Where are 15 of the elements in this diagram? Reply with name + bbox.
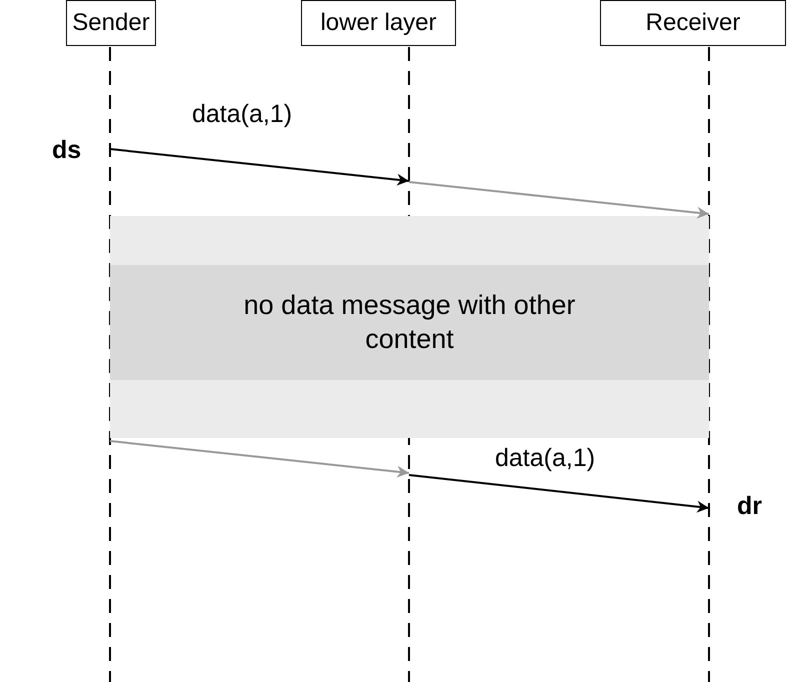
shaded-band: [110, 265, 709, 380]
message-arrow: [110, 440, 410, 478]
event-label: ds: [52, 136, 82, 165]
participant-name: Receiver: [646, 9, 740, 37]
edge-label: data(a,1): [192, 100, 292, 129]
participant-column: [600, 0, 786, 682]
event-label: dr: [737, 492, 762, 521]
band-label: no data message with other content: [242, 288, 576, 356]
message-arrow: [408, 181, 710, 219]
participant-name: lower layer: [320, 9, 437, 37]
shaded-band: [110, 216, 709, 438]
message-arrow: [110, 148, 410, 186]
edge-label: data(a,1): [495, 444, 596, 473]
message-arrow: [408, 474, 710, 513]
participant-name: Sender: [72, 9, 150, 37]
